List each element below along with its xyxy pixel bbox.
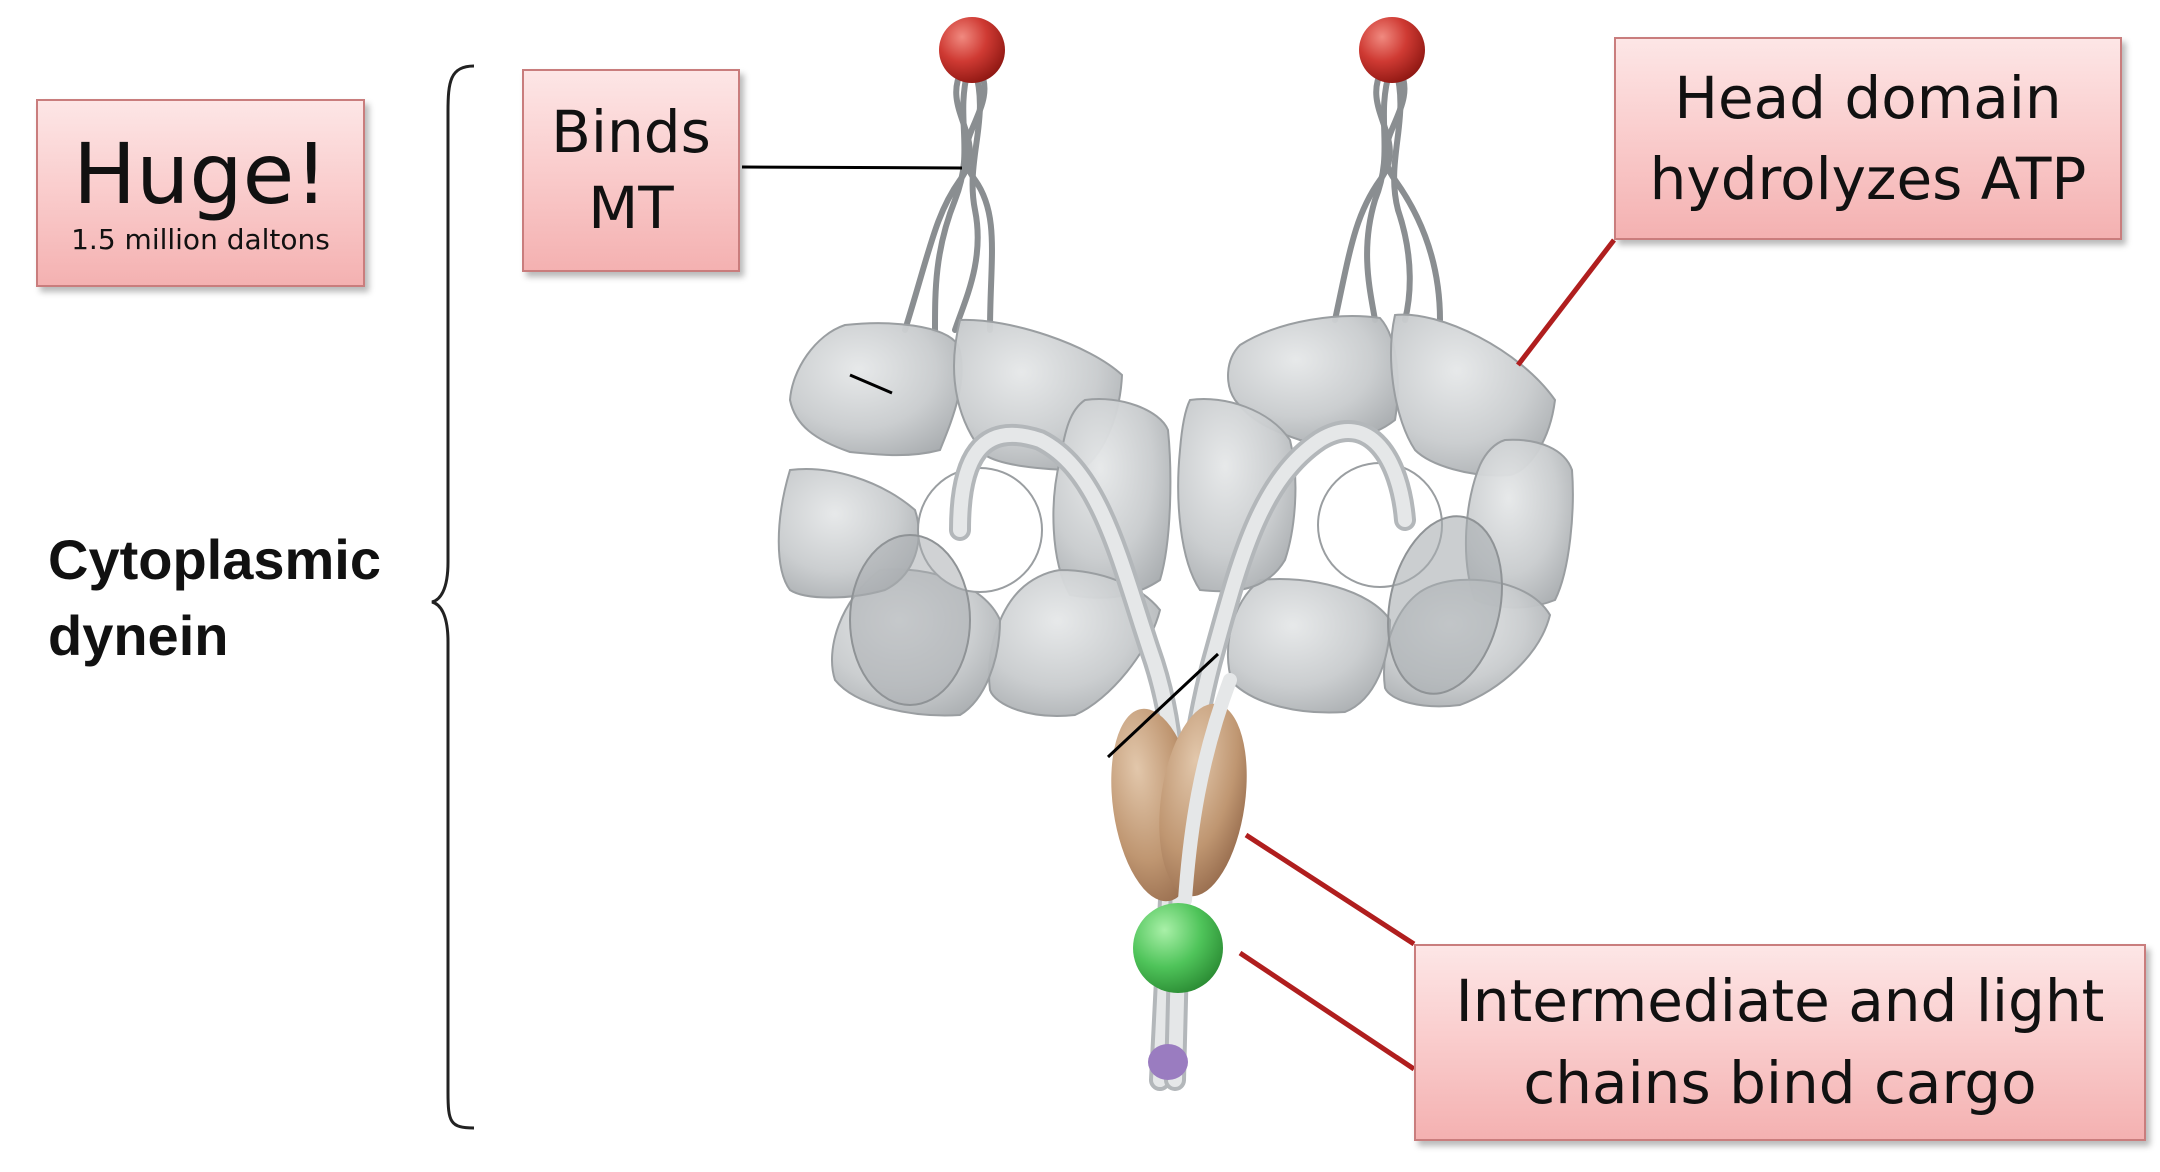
light-chain-leader-line bbox=[1238, 950, 1416, 1072]
head-domain-leader-line bbox=[1516, 238, 1616, 367]
light-chain-purple bbox=[1148, 1044, 1188, 1080]
head-domain-callout: Head domain hydrolyzes ATP bbox=[1614, 37, 2122, 240]
right-linker-domain bbox=[1387, 515, 1503, 695]
dynein-label-line2: dynein bbox=[48, 604, 229, 668]
dynein-label-line1: Cytoplasmic bbox=[48, 528, 381, 591]
right-mt-binding-tip bbox=[1359, 17, 1425, 83]
left-motor-head bbox=[777, 318, 1172, 717]
light-chain-green bbox=[1133, 903, 1223, 993]
chains-line1: Intermediate and light bbox=[1455, 967, 2105, 1036]
left-mt-binding-tip bbox=[939, 17, 1005, 83]
cytoplasmic-dynein-label: Cytoplasmic dynein bbox=[48, 522, 381, 674]
size-callout-title: Huge! bbox=[72, 125, 329, 224]
binds-mt-line1: Binds bbox=[551, 98, 711, 167]
binds-mt-leader-line bbox=[741, 165, 963, 170]
head-domain-line1: Head domain bbox=[1674, 64, 2062, 133]
chains-line2: chains bind cargo bbox=[1523, 1048, 2037, 1117]
curly-brace bbox=[431, 64, 475, 1130]
tail-marker bbox=[1106, 652, 1220, 759]
size-callout: Huge! 1.5 million daltons bbox=[36, 99, 365, 287]
size-callout-subtitle: 1.5 million daltons bbox=[71, 222, 330, 256]
intermediate-chain-leader-line bbox=[1244, 832, 1416, 947]
binds-mt-line2: MT bbox=[588, 173, 674, 242]
head-segment-marker bbox=[849, 373, 893, 395]
left-linker-domain bbox=[849, 534, 971, 706]
chains-callout: Intermediate and light chains bind cargo bbox=[1414, 944, 2146, 1141]
right-stalk bbox=[1332, 67, 1443, 323]
right-motor-head bbox=[1177, 313, 1574, 714]
tail-overlap bbox=[1178, 673, 1237, 907]
binds-mt-callout: Binds MT bbox=[522, 69, 740, 272]
left-stalk bbox=[902, 67, 995, 333]
head-domain-line2: hydrolyzes ATP bbox=[1649, 144, 2087, 213]
